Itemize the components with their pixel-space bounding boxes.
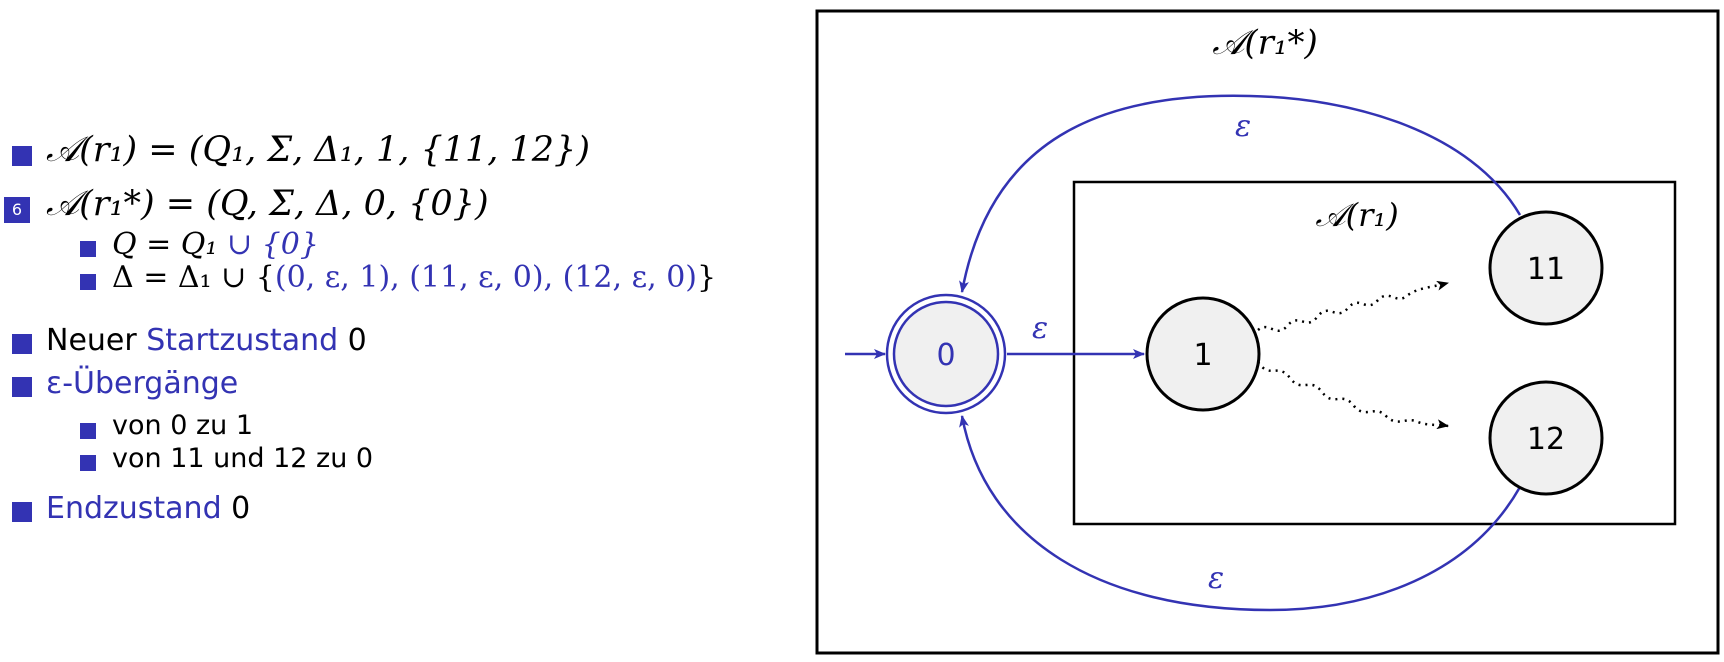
state-0[interactable] (892, 300, 1000, 408)
bullet-marker (12, 146, 32, 166)
state-11[interactable] (1488, 210, 1604, 326)
epsilon-from-0-to-1: von 0 zu 1 (112, 410, 253, 441)
bullet-marker (12, 334, 32, 354)
inner-frame-title: 𝒜(r₁) (1315, 196, 1398, 234)
state-12-label: 12 (1527, 422, 1565, 457)
states-definition: Q = Q₁ ∪ {0} (112, 227, 319, 262)
end-state-item: Endzustand 0 (46, 491, 250, 526)
end-state-post: 0 (221, 491, 251, 526)
path-1-to-12 (1256, 361, 1449, 430)
new-start-state-post: 0 (338, 323, 367, 358)
sub-bullet-marker (80, 274, 96, 290)
edge-11-to-0-label: ε (1235, 109, 1251, 144)
state-0-label: 0 (936, 338, 955, 373)
outer-frame-title: 𝒜(r₁*) (1212, 23, 1318, 63)
edge-0-to-1-label: ε (1032, 311, 1048, 346)
transitions-suffix: } (697, 260, 717, 295)
state-12[interactable] (1488, 380, 1604, 496)
sub-bullet-marker (80, 455, 96, 471)
bullet-marker (12, 377, 32, 397)
new-start-state-item: Neuer Startzustand 0 (46, 323, 367, 358)
transitions-prefix: Δ = Δ₁ ∪ { (112, 260, 275, 295)
transitions-definition: Δ = Δ₁ ∪ {(0, ε, 1), (11, ε, 0), (12, ε,… (112, 260, 716, 295)
end-state-term: Endzustand (46, 491, 222, 526)
sub-bullet-marker (80, 241, 96, 257)
epsilon-transitions-heading: ε-Übergänge (46, 366, 239, 401)
state-11-label: 11 (1527, 252, 1565, 287)
edge-12-to-0-label: ε (1208, 561, 1224, 596)
new-start-state-pre: Neuer (46, 323, 147, 358)
states-definition-added: ∪ {0} (217, 227, 319, 262)
transitions-added: (0, ε, 1), (11, ε, 0), (12, ε, 0) (274, 260, 697, 295)
slide-number-badge: 6 (4, 197, 30, 223)
states-definition-prefix: Q = Q₁ (112, 227, 218, 262)
state-1-label: 1 (1193, 338, 1212, 373)
outer-automaton-frame (815, 9, 1720, 655)
edge-11-to-0 (959, 94, 1522, 293)
edge-12-to-0 (959, 415, 1522, 612)
bullet-marker (12, 502, 32, 522)
path-1-to-11 (1257, 280, 1449, 332)
sub-bullet-marker (80, 423, 96, 439)
automaton-r1-definition: 𝒜(r₁) = (Q₁, Σ, Δ₁, 1, {11, 12}) (46, 130, 590, 170)
start-state-term: Startzustand (146, 323, 339, 358)
state-1[interactable] (1145, 296, 1261, 412)
epsilon-from-11-12-to-0: von 11 und 12 zu 0 (112, 443, 374, 474)
automaton-r1-star-definition: 𝒜(r₁*) = (Q, Σ, Δ, 0, {0}) (46, 184, 489, 224)
